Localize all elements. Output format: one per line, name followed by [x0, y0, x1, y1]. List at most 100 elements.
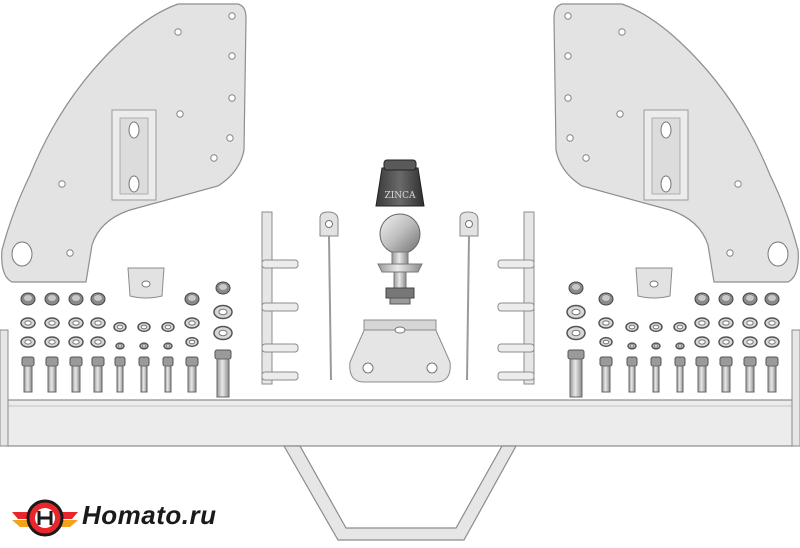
bolt-shank [140, 365, 148, 393]
washer-hole [141, 344, 147, 348]
washer-hole [768, 339, 776, 345]
washer-hole [165, 344, 171, 348]
washer-hole [628, 324, 636, 330]
bolt-head [567, 349, 585, 360]
bolt-shank [745, 365, 755, 393]
right-strap-bracket [497, 211, 535, 385]
nut-face [572, 284, 580, 290]
washer-hole [698, 320, 706, 326]
washer-hole [602, 320, 610, 326]
bolt-head [650, 356, 662, 367]
bolt-head [185, 356, 199, 367]
bolt-head [162, 356, 174, 367]
left-small-bracket [127, 267, 165, 299]
washer-hole [72, 339, 80, 345]
nut-face [602, 295, 610, 301]
nut-face [698, 295, 706, 301]
bolt-shank [569, 358, 583, 398]
hitch-frame [282, 445, 518, 541]
bolt-head [91, 356, 105, 367]
right-side-plate [553, 3, 799, 283]
washer-hole [653, 344, 659, 348]
washer-hole [188, 339, 196, 345]
bolt-shank [601, 365, 611, 393]
nut-face [188, 295, 196, 301]
bolt-head [674, 356, 686, 367]
washer-hole [629, 344, 635, 348]
washer-hole [48, 339, 56, 345]
bolt-shank [23, 365, 33, 393]
left-strap-bracket [261, 211, 299, 385]
bolt-shank [216, 358, 230, 398]
washer-hole [677, 344, 683, 348]
washer-hole [72, 320, 80, 326]
washer-hole [571, 329, 581, 337]
bolt-head [765, 356, 779, 367]
bolt-shank [697, 365, 707, 393]
washer-hole [652, 324, 660, 330]
bolt-shank [116, 365, 124, 393]
right-hardware-set [566, 281, 780, 398]
main-crossbar [0, 329, 800, 447]
washer-hole [24, 339, 32, 345]
bolt-shank [164, 365, 172, 393]
bolt-shank [721, 365, 731, 393]
left-side-plate [1, 3, 247, 283]
washer-hole [698, 339, 706, 345]
washer-hole [116, 324, 124, 330]
bolt-head [695, 356, 709, 367]
washer-hole [117, 344, 123, 348]
washer-hole [722, 320, 730, 326]
left-hardware-set [20, 281, 233, 398]
bolt-head [138, 356, 150, 367]
bolt-shank [676, 365, 684, 393]
washer-hole [746, 339, 754, 345]
bolt-head [114, 356, 126, 367]
nut-face [72, 295, 80, 301]
nut-face [768, 295, 776, 301]
washer-hole [602, 339, 610, 345]
bolt-head [214, 349, 232, 360]
nut-face [48, 295, 56, 301]
bolt-head [69, 356, 83, 367]
socket-plate [349, 319, 451, 383]
washer-hole [722, 339, 730, 345]
bolt-shank [767, 365, 777, 393]
washer-hole [94, 320, 102, 326]
left-cable-tab [319, 211, 339, 381]
bolt-shank [71, 365, 81, 393]
washer-hole [140, 324, 148, 330]
bolt-head [719, 356, 733, 367]
washer-hole [94, 339, 102, 345]
washer-hole [218, 329, 228, 337]
bolt-shank [93, 365, 103, 393]
washer-hole [676, 324, 684, 330]
bolt-head [45, 356, 59, 367]
nut-face [24, 295, 32, 301]
washer-hole [164, 324, 172, 330]
bolt-shank [187, 365, 197, 393]
bolt-head [743, 356, 757, 367]
washer-hole [571, 308, 581, 316]
bolt-head [599, 356, 613, 367]
bolt-shank [47, 365, 57, 393]
homato-logo-emblem [12, 499, 78, 537]
ball-cap-marking: ZINCA [384, 191, 416, 201]
homato-logo-text: Homato.ru [82, 500, 217, 530]
washer-hole [48, 320, 56, 326]
right-small-bracket [635, 267, 673, 299]
washer-hole [218, 308, 228, 316]
bolt-head [21, 356, 35, 367]
bolt-shank [652, 365, 660, 393]
washer-hole [768, 320, 776, 326]
washer-hole [24, 320, 32, 326]
right-cable-tab [459, 211, 479, 381]
tow-ball [377, 213, 423, 305]
nut-face [94, 295, 102, 301]
washer-hole [188, 320, 196, 326]
nut-face [722, 295, 730, 301]
bolt-shank [628, 365, 636, 393]
nut-face [219, 284, 227, 290]
washer-hole [746, 320, 754, 326]
